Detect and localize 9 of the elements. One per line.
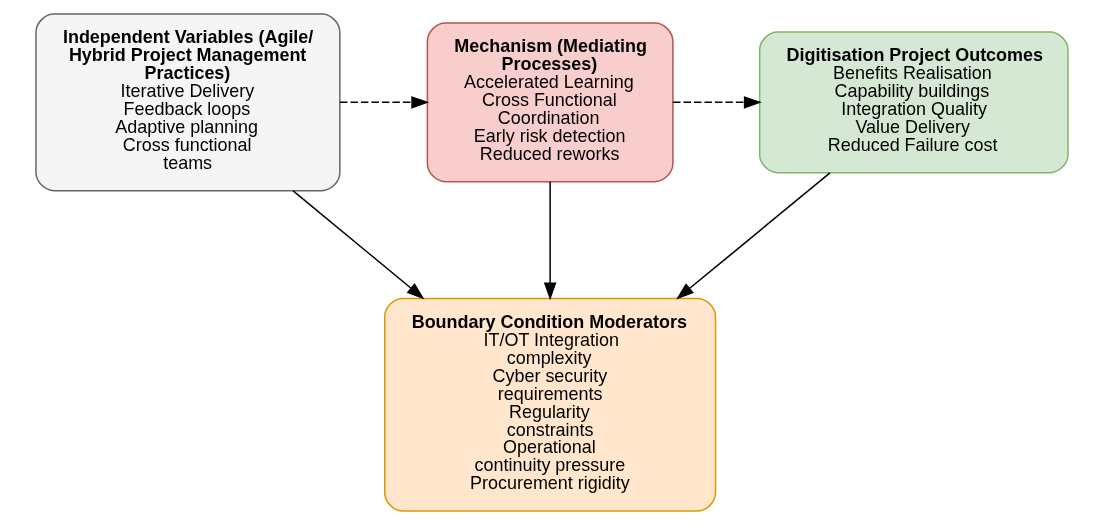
node-box: Digitisation Project Outcomes Benefits Realisation Capability buildings Integration Quality Value Delivery Reduced Failure cost (758, 31, 1069, 174)
arrow (671, 96, 762, 109)
arrow (291, 190, 425, 300)
arrow (543, 180, 556, 301)
arrow (338, 96, 429, 109)
node-box: Boundary Condition Moderators IT/OT Integration complexity Cyber security requirements Regularity constraints Operational continuity pressure Procurement rigidity (383, 297, 716, 512)
arrow (675, 172, 831, 300)
node-box: Mechanism (Mediating Processes) Accelerated Learning Cross Functional Coordination Early risk detection Reduced reworks (426, 22, 674, 183)
node-box: Independent Variables (Agile/ Hybrid Project Management Practices) Iterative Delivery Feedback loops Adaptive planning Cross functional teams (34, 13, 341, 192)
